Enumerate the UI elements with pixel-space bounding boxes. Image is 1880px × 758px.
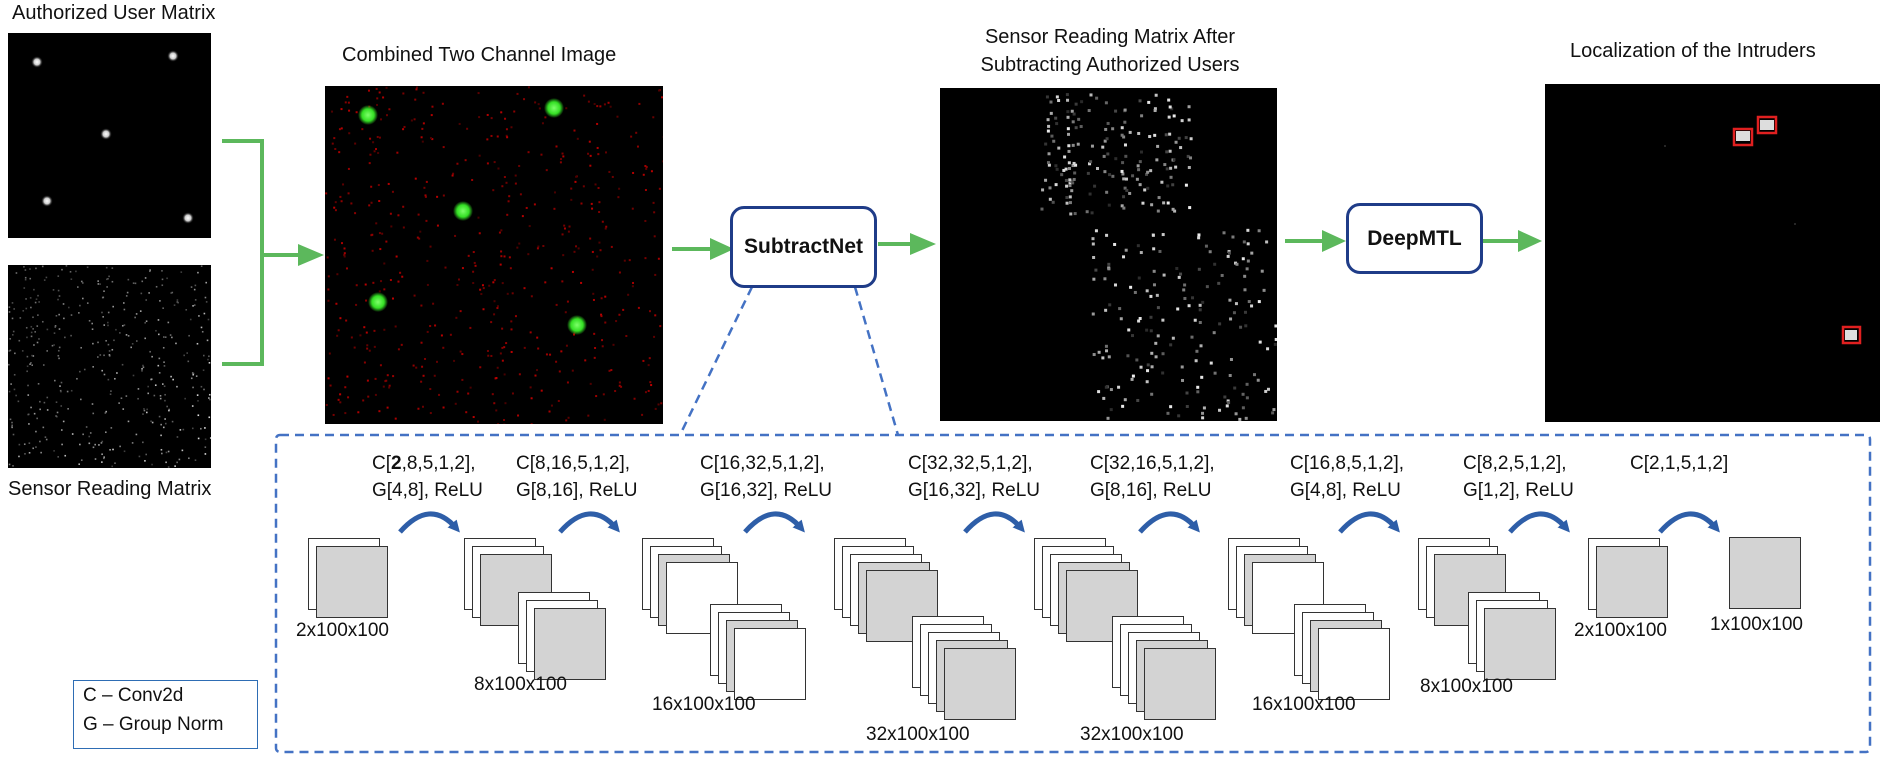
curve-arrow-1-icon [398,511,460,534]
layer-label-5: C[32,16,5,1,2], G[8,16], ReLU [1090,450,1215,504]
sensor-dots [8,265,211,468]
legend-box: C – Conv2d G – Group Norm [73,680,258,749]
dim-label-3: 16x100x100 [652,694,756,715]
deepmtl-box: DeepMTL [1346,203,1483,274]
localization-marks [1664,115,1862,345]
legend-groupnorm: G – Group Norm [83,714,224,735]
merge-bracket [222,139,264,366]
authorized-user-matrix-image [8,33,211,238]
localization-title: Localization of the Intruders [1570,40,1816,62]
layer-2-line1: C[8,16,5,1,2], [516,453,631,474]
layer-1-line2: G[4,8], ReLU [372,480,483,501]
after-subtract-title-line2: Subtracting Authorized Users [980,54,1240,76]
layer-3-line1: C[16,32,5,1,2], [700,453,825,474]
layer-label-6: C[16,8,5,1,2], G[4,8], ReLU [1290,450,1404,504]
layer-label-2: C[8,16,5,1,2], G[8,16], ReLU [516,450,637,504]
dim-label-6: 16x100x100 [1252,694,1356,715]
layer-7-line2: G[1,2], ReLU [1463,480,1574,501]
after-dots [1040,93,1277,421]
legend-conv2d: C – Conv2d [83,685,184,706]
curve-arrow-3-icon [743,511,805,534]
layer-1-line1-bold: 2 [391,453,402,474]
localization-image [1545,84,1880,422]
curve-arrow-4-icon [963,511,1025,534]
layer-8-line1: C[2,1,5,1,2] [1630,453,1729,474]
combined-image-title: Combined Two Channel Image [342,44,617,66]
dashed-right-connector [853,286,900,436]
layer-label-8: C[2,1,5,1,2] [1630,450,1728,477]
dim-label-4: 32x100x100 [866,724,970,745]
layer-label-4: C[32,32,5,1,2], G[16,32], ReLU [908,450,1040,504]
curve-arrow-2-icon [558,511,620,534]
after-subtract-image [940,88,1277,421]
dim-label-9: 1x100x100 [1710,614,1803,635]
combined-dots [325,86,663,424]
layer-2-line2: G[8,16], ReLU [516,480,638,501]
subtractnet-box: SubtractNet [730,206,877,288]
layer-5-line1: C[32,16,5,1,2], [1090,453,1215,474]
dim-label-2: 8x100x100 [474,674,567,695]
authorized-user-matrix-title: Authorized User Matrix [12,2,216,24]
layer-label-7: C[8,2,5,1,2], G[1,2], ReLU [1463,450,1574,504]
layer-1-line1-pre: C[ [372,453,391,474]
dashed-left-connector [678,286,754,436]
sensor-reading-matrix-title: Sensor Reading Matrix [8,478,212,500]
layer-5-line2: G[8,16], ReLU [1090,480,1212,501]
authorized-dots [31,50,194,224]
dim-label-7: 8x100x100 [1420,676,1513,697]
layer-label-1: C[2,8,5,1,2], G[4,8], ReLU [372,450,483,504]
layer-3-line2: G[16,32], ReLU [700,480,833,501]
curve-arrow-8-icon [1658,511,1720,534]
dim-label-8: 2x100x100 [1574,620,1667,641]
after-subtract-title-line1: Sensor Reading Matrix After [984,26,1236,48]
dim-label-1: 2x100x100 [296,620,389,641]
curve-arrow-6-icon [1338,511,1400,534]
sensor-reading-matrix-image [8,265,211,468]
curve-arrow-7-icon [1508,511,1570,534]
layer-4-line1: C[32,32,5,1,2], [908,453,1033,474]
layer-1-line1-post: ,8,5,1,2], [401,453,476,474]
layer-4-line2: G[16,32], ReLU [908,480,1041,501]
dim-label-5: 32x100x100 [1080,724,1184,745]
layer-6-line1: C[16,8,5,1,2], [1290,453,1405,474]
combined-two-channel-image [325,86,663,424]
layer-label-3: C[16,32,5,1,2], G[16,32], ReLU [700,450,832,504]
layer-6-line2: G[4,8], ReLU [1290,480,1401,501]
layer-7-line1: C[8,2,5,1,2], [1463,453,1567,474]
subtractnet-detail-frame [274,433,1872,754]
curve-arrow-5-icon [1138,511,1200,534]
